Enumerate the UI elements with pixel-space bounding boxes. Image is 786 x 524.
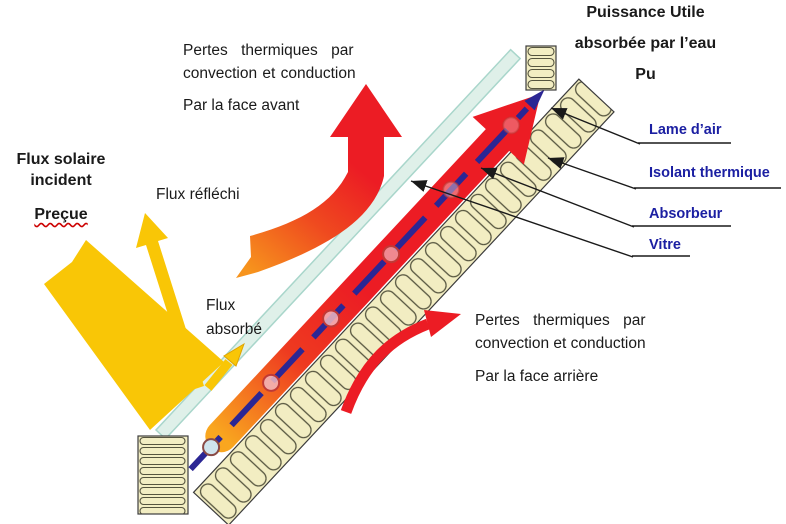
absorbed-flux-label: Flux absorbé — [206, 294, 262, 342]
reflected-flux-arrow — [136, 213, 204, 390]
leader-vitre — [410, 180, 634, 258]
water-flow-dashed-line — [188, 106, 530, 472]
back-losses-line2: convection et conduction — [475, 335, 646, 352]
reflected-flux-label: Flux réfléchi — [156, 186, 240, 203]
leader-absorbeur — [480, 167, 635, 228]
leader-isolant — [547, 157, 637, 190]
useful-power-symbol: Pu — [635, 66, 656, 83]
top-end-cap — [525, 45, 557, 91]
glass-layer — [154, 48, 522, 440]
absorbed-flux-arrow — [204, 342, 245, 391]
layer-label-lame-dair: Lame d’air — [649, 122, 722, 138]
useful-power-title: Puissance Utile absorbée par l’eau Pu — [538, 3, 753, 96]
back-losses-line1: Pertes thermiques par — [475, 312, 646, 329]
useful-power-line1: Puissance Utile — [586, 4, 705, 21]
layer-label-absorbeur: Absorbeur — [649, 206, 723, 222]
incident-sun-beam-arrow — [44, 240, 224, 430]
useful-power-line2: absorbée par l’eau — [574, 35, 717, 52]
incident-flux-line2: incident — [30, 172, 92, 189]
incident-flux-label: Flux solaire incident Preçue — [2, 149, 120, 225]
insulation-layer — [192, 78, 615, 524]
back-losses-line3: Par la face arrière — [475, 368, 599, 385]
leader-lame-dair — [550, 107, 641, 145]
incident-flux-symbol: Preçue — [34, 206, 88, 223]
pipe-circles — [202, 116, 521, 457]
front-losses-label: Pertes thermiques par convection et cond… — [183, 39, 409, 117]
back-face-loss-arrow — [340, 310, 461, 414]
front-losses-line1: Pertes thermiques par — [183, 42, 354, 59]
front-losses-line2: convection et conduction — [183, 65, 356, 82]
front-losses-line3: Par la face avant — [183, 97, 300, 114]
layer-leader-lines — [410, 107, 781, 258]
collector-assembly — [154, 48, 615, 524]
layer-label-isolant-thermique: Isolant thermique — [649, 165, 770, 181]
front-face-loss-arrow — [236, 84, 402, 278]
back-losses-label: Pertes thermiques par convection et cond… — [475, 309, 701, 388]
absorbed-flux-line2: absorbé — [206, 321, 263, 338]
incident-flux-line1: Flux solaire — [16, 151, 106, 168]
layer-label-vitre: Vitre — [649, 237, 681, 253]
water-flow-arrowhead — [524, 89, 545, 111]
bottom-end-cap — [137, 435, 189, 515]
absorbed-flux-line1: Flux — [206, 297, 236, 314]
